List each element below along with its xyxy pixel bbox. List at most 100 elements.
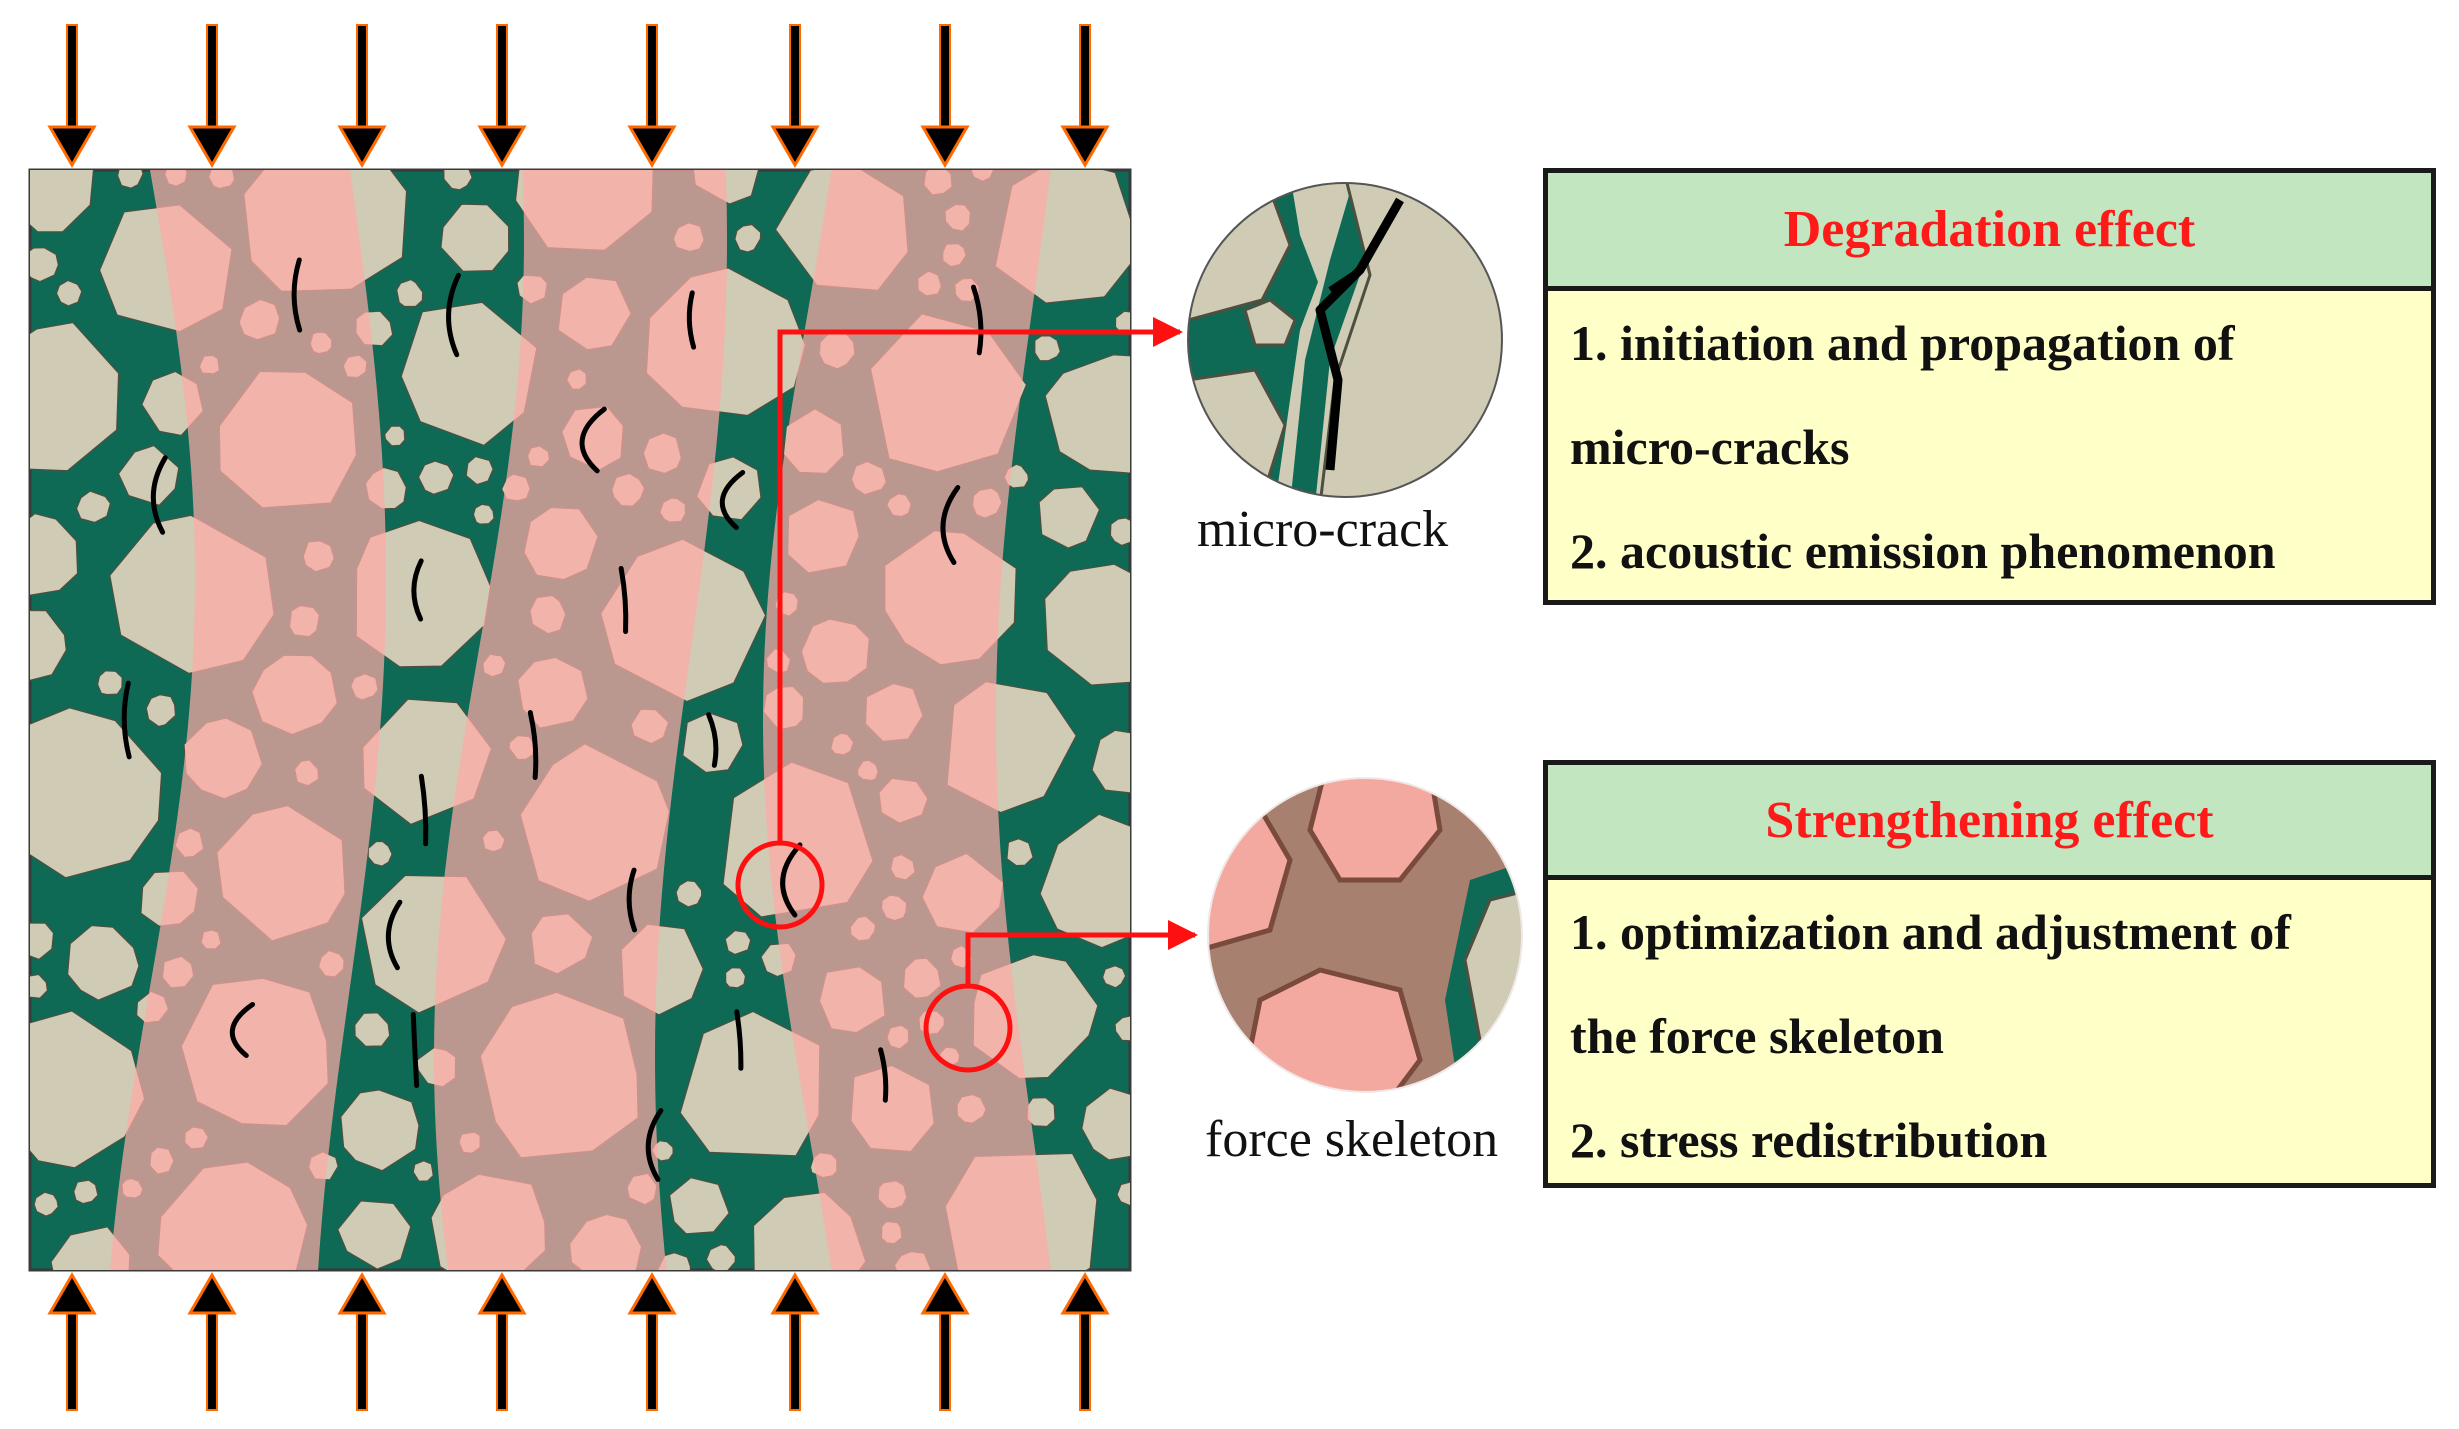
aggregate	[668, 1177, 730, 1235]
aggregate	[145, 694, 177, 728]
aggregate	[30, 246, 60, 283]
aggregate	[354, 1012, 391, 1047]
aggregate	[412, 1160, 434, 1182]
up-arrow-shaft	[789, 1312, 801, 1411]
strengthening-line-2: the force skeleton	[1570, 1008, 1944, 1064]
aggregate	[1114, 1015, 1130, 1042]
down-arrow-shaft	[939, 24, 951, 128]
down-arrow-shaft	[496, 24, 508, 128]
aggregate	[30, 609, 67, 681]
aggregate	[1101, 965, 1127, 989]
down-arrow-head	[187, 125, 237, 168]
micro-crack-label: micro-crack	[1197, 501, 1449, 558]
aggregate	[724, 929, 752, 956]
aggregate	[55, 279, 83, 307]
aggregate	[1006, 838, 1034, 867]
crack-mark	[411, 558, 424, 622]
crack-mark	[291, 257, 303, 333]
down-arrow-head	[1060, 125, 1110, 168]
aggregate	[75, 490, 112, 524]
degradation-line-2: micro-cracks	[1570, 419, 1850, 475]
down-arrow-shaft	[646, 24, 658, 128]
aggregate	[1091, 729, 1130, 794]
up-arrow-shaft	[496, 1312, 508, 1411]
force-chain-band	[763, 170, 1051, 1270]
aggregate	[1038, 486, 1101, 549]
crack-mark	[527, 710, 539, 780]
aggregate	[384, 425, 406, 447]
aggregate	[1044, 563, 1130, 686]
aggregate	[675, 880, 703, 908]
compression-arrows-top	[47, 24, 1110, 168]
up-arrow-head	[187, 1272, 237, 1315]
up-arrow-shaft	[206, 1312, 218, 1411]
crack-mark	[719, 469, 746, 531]
crack-mark	[645, 1108, 664, 1182]
down-arrow-shaft	[206, 24, 218, 128]
aggregate	[705, 1243, 737, 1270]
aggregate	[1039, 813, 1130, 949]
strengthening-effect-title: Strengthening effect	[1548, 765, 2431, 880]
force-chain-bands	[110, 170, 1051, 1270]
force-skeleton-label: force skeleton	[1205, 1111, 1499, 1168]
up-arrow-shaft	[646, 1312, 658, 1411]
crack-mark	[878, 1047, 889, 1103]
crack-mark	[686, 290, 697, 350]
aggregate	[367, 840, 393, 867]
aggregate	[1109, 517, 1130, 547]
crack-mark	[579, 406, 607, 474]
force-chain-band	[434, 170, 727, 1270]
degradation-line-3: 2. acoustic emission phenomenon	[1570, 523, 2276, 579]
down-arrow-shaft	[1079, 24, 1091, 128]
up-arrow-head	[477, 1272, 527, 1315]
crack-mark	[150, 455, 168, 535]
up-arrow-head	[337, 1272, 387, 1315]
aggregate	[724, 967, 747, 989]
crack-callout-connector	[777, 317, 1183, 843]
crack-mark	[410, 1012, 420, 1088]
degradation-line-1: 1. initiation and propagation of	[1570, 315, 2235, 371]
aggregate	[1044, 354, 1130, 474]
down-arrow-shaft	[356, 24, 368, 128]
down-arrow-head	[47, 125, 97, 168]
aggregate	[30, 321, 120, 472]
aggregate	[682, 712, 744, 774]
aggregate	[465, 455, 494, 486]
crack-mark	[940, 484, 961, 566]
aggregate	[440, 203, 510, 273]
down-arrow-shaft	[789, 24, 801, 128]
micro-crack-marks	[121, 257, 984, 1182]
crack-mark	[970, 284, 984, 356]
up-arrow-head	[627, 1272, 677, 1315]
concrete-specimen	[28, 168, 1132, 1272]
aggregate	[30, 922, 55, 961]
crack-mark	[626, 867, 638, 933]
strengthening-effect-list: 1. optimization and adjustment of the fo…	[1548, 880, 2431, 1192]
up-arrow-shaft	[66, 1312, 78, 1411]
aggregate	[1114, 310, 1130, 336]
aggregate	[30, 973, 49, 999]
crack-mark	[618, 565, 629, 635]
degradation-effect-box: Degradation effect 1. initiation and pro…	[1543, 168, 2436, 605]
aggregate	[66, 924, 140, 1001]
crack-mark	[418, 773, 429, 847]
aggregate	[472, 503, 495, 525]
crack-mark	[780, 842, 803, 918]
down-arrow-head	[770, 125, 820, 168]
compression-arrows-bottom	[47, 1272, 1110, 1411]
down-arrow-shaft	[66, 24, 78, 128]
up-arrow-head	[920, 1272, 970, 1315]
up-arrow-head	[47, 1272, 97, 1315]
degradation-effect-list: 1. initiation and propagation of micro-c…	[1548, 291, 2431, 603]
aggregate	[33, 1191, 59, 1217]
aggregate	[679, 1010, 821, 1157]
strengthening-line-1: 1. optimization and adjustment of	[1570, 904, 2291, 960]
force-chain-band	[110, 170, 386, 1270]
up-arrow-shaft	[939, 1312, 951, 1411]
down-arrow-head	[627, 125, 677, 168]
up-arrow-shaft	[356, 1312, 368, 1411]
crack-mark	[706, 712, 719, 768]
force-skeleton-zoom	[1207, 777, 1523, 1093]
crack-mark	[229, 1001, 256, 1059]
